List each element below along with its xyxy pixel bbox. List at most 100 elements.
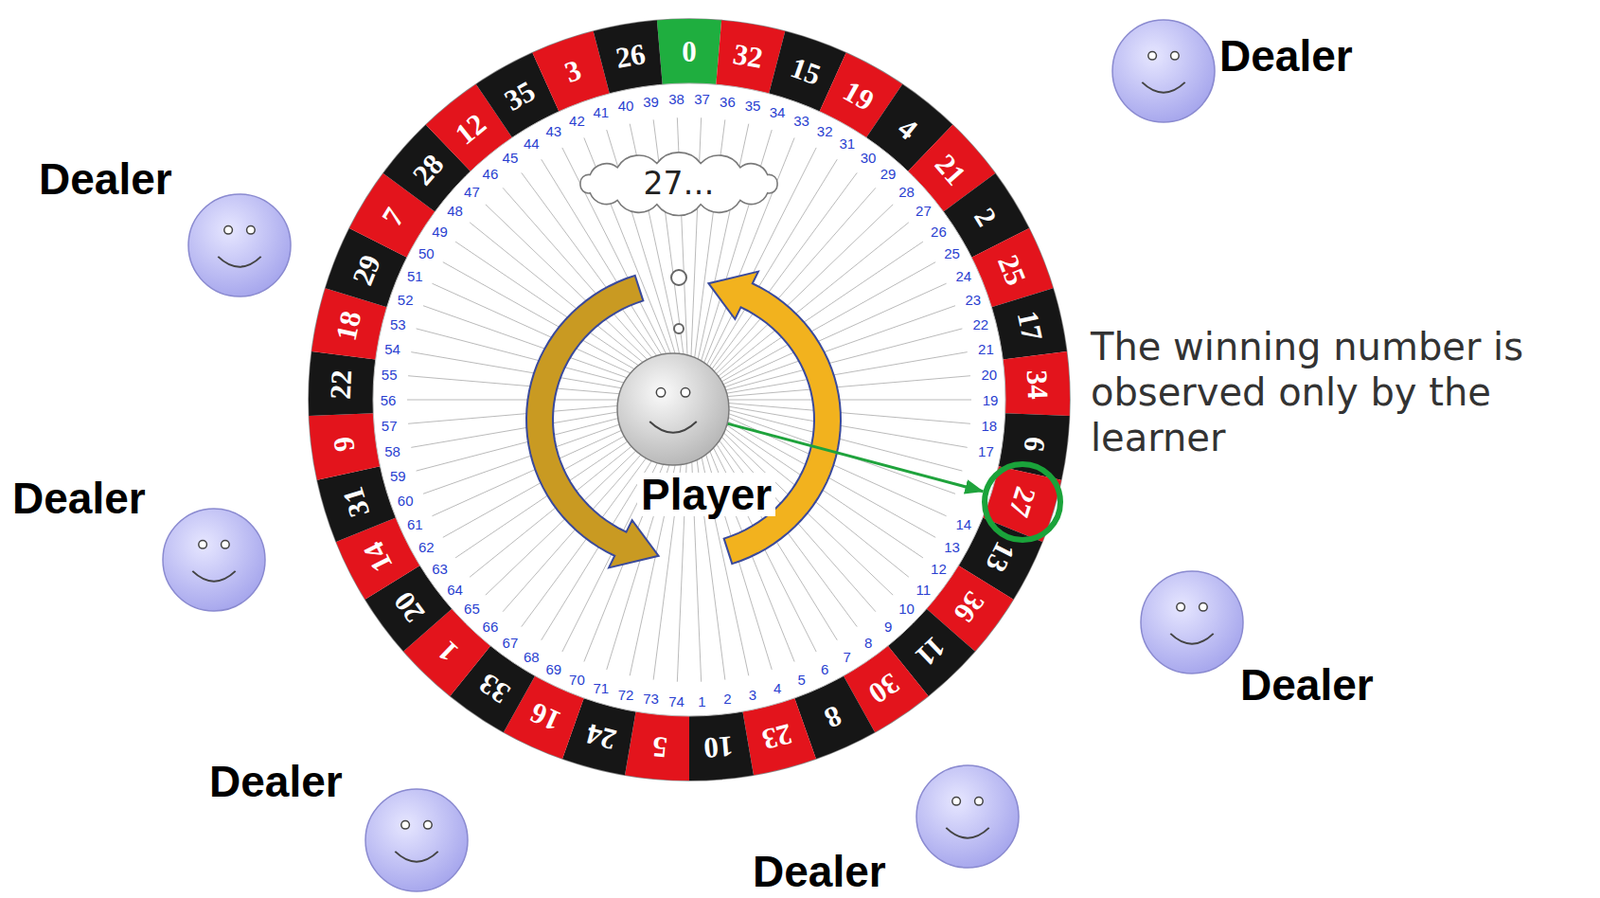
winning-circle xyxy=(984,463,1061,540)
slot-number: 55 xyxy=(381,367,398,382)
slot-number: 7 xyxy=(843,648,852,663)
pocket-wedge xyxy=(317,465,396,542)
slot-number: 29 xyxy=(880,166,897,181)
thought-dot xyxy=(674,323,684,334)
slot-number: 23 xyxy=(964,292,981,307)
face-eye xyxy=(198,539,208,549)
pocket-wedge xyxy=(308,351,376,416)
slot-number: 24 xyxy=(955,268,972,284)
dealer-label: Dealer xyxy=(12,476,146,520)
slot-number: 49 xyxy=(431,223,448,238)
slot-number: 4 xyxy=(773,680,782,695)
slot-number: 20 xyxy=(981,367,998,382)
pocket-number: 7 xyxy=(375,202,409,231)
pocket-wedge xyxy=(689,711,754,781)
dealer-face: Dealer xyxy=(160,506,267,613)
slot-number: 59 xyxy=(390,468,407,483)
face-circle xyxy=(617,353,729,465)
face-smile xyxy=(1170,633,1213,644)
pocket-number: 17 xyxy=(1012,308,1048,344)
slot-number: 39 xyxy=(642,93,659,108)
slot-number: 72 xyxy=(618,686,635,701)
pocket-number: 24 xyxy=(583,718,620,755)
face-smile xyxy=(649,421,697,433)
thought-text: 27… xyxy=(643,166,715,201)
face-eye xyxy=(1199,602,1209,611)
note-text: The winning number is observed only by t… xyxy=(1090,323,1565,461)
slot-number: 48 xyxy=(446,203,463,218)
player-face: Player xyxy=(615,351,731,467)
slot-number: 9 xyxy=(884,618,892,633)
pocket-number: 11 xyxy=(909,630,951,672)
pocket-number: 5 xyxy=(651,731,669,763)
slot-number: 25 xyxy=(943,245,960,260)
slot-number: 31 xyxy=(838,136,855,151)
slot-number: 47 xyxy=(463,183,480,198)
dealer-label: Dealer xyxy=(209,759,343,803)
face-shape xyxy=(914,763,1021,870)
pocket-wedge xyxy=(624,711,690,781)
face-eye xyxy=(224,225,233,234)
pocket-number: 10 xyxy=(702,730,735,764)
winning-pocket-ring: 27 xyxy=(980,460,1065,544)
face-eye xyxy=(221,539,231,549)
pocket-number: 31 xyxy=(337,482,375,520)
pocket-wedge xyxy=(991,287,1067,359)
pocket-number: 20 xyxy=(388,586,429,627)
face-eye xyxy=(656,388,665,397)
slot-number: 70 xyxy=(568,672,586,687)
slot-number: 45 xyxy=(502,150,519,165)
slot-number: 5 xyxy=(797,672,805,687)
slot-number: 35 xyxy=(745,98,762,113)
pocket-wedge xyxy=(657,18,722,85)
pocket-wedge xyxy=(593,19,663,93)
slot-number: 28 xyxy=(898,183,915,198)
dealer-face: Dealer xyxy=(363,786,470,893)
slot-number: 65 xyxy=(463,601,480,616)
slot-number: 64 xyxy=(446,581,463,596)
face-smile xyxy=(217,256,261,267)
pocket-number: 4 xyxy=(892,112,924,145)
slot-number: 57 xyxy=(381,417,398,432)
slot-number: 73 xyxy=(642,691,659,706)
pocket-number: 6 xyxy=(1019,434,1051,453)
face-shape xyxy=(1110,17,1217,125)
slot-number: 30 xyxy=(860,150,877,165)
pocket-number: 1 xyxy=(432,635,464,667)
face-shape xyxy=(363,786,470,893)
pocket-number: 34 xyxy=(1022,369,1053,400)
slot-number: 60 xyxy=(397,492,414,507)
slot-number: 17 xyxy=(977,443,995,458)
pocket-number: 2 xyxy=(969,202,1003,231)
slot-number: 34 xyxy=(769,104,786,119)
dealer-label: Dealer xyxy=(1240,662,1374,707)
pocket-number: 9 xyxy=(328,434,360,453)
slot-number: 50 xyxy=(418,245,435,260)
inner-ring xyxy=(373,83,1006,716)
face-smile xyxy=(1141,82,1185,93)
slot-number: 2 xyxy=(723,691,731,706)
slot-number: 18 xyxy=(981,417,998,432)
pocket-number: 8 xyxy=(819,700,846,734)
radial-line xyxy=(689,222,909,400)
slot-number: 1 xyxy=(697,693,706,708)
pocket-number: 32 xyxy=(730,38,765,73)
wheel-rim xyxy=(308,18,1070,781)
pocket-number: 22 xyxy=(325,369,356,400)
face-circle xyxy=(162,508,266,611)
pocket-number: 18 xyxy=(331,308,367,344)
face-circle xyxy=(1112,19,1215,123)
slot-number: 52 xyxy=(397,292,414,307)
pocket-number: 25 xyxy=(993,250,1032,289)
face-circle xyxy=(1140,570,1244,674)
face-eye xyxy=(680,388,690,397)
face-circle xyxy=(188,194,291,297)
slot-number: 14 xyxy=(955,515,972,531)
thought-dot xyxy=(671,269,687,285)
face-eye xyxy=(424,819,433,829)
pocket-number: 0 xyxy=(681,36,697,67)
slot-number: 12 xyxy=(930,561,947,576)
slot-number: 67 xyxy=(502,634,519,649)
dealer-label: Dealer xyxy=(752,849,887,893)
